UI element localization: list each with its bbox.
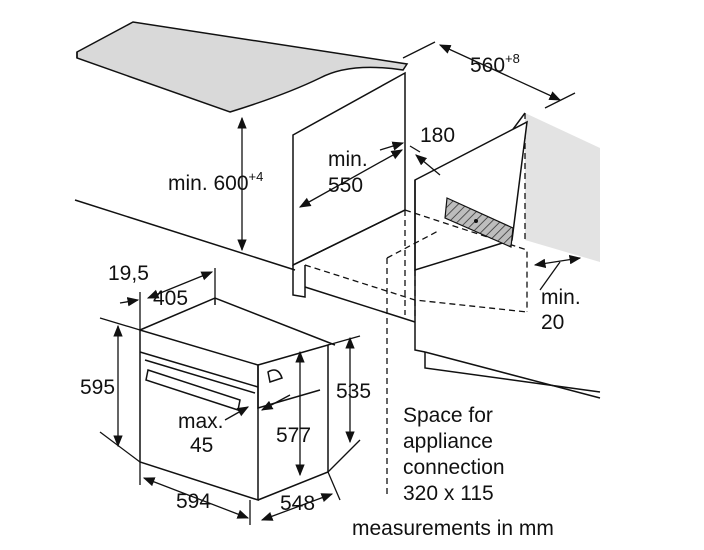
dim-20-line: [533, 254, 582, 269]
label-max-45-1: max.: [178, 410, 224, 433]
label-min-600: min. 600+4: [168, 169, 263, 195]
niche-floor-back: [404, 209, 528, 312]
label-577: 577: [276, 424, 311, 447]
label-min-20-2: 20: [541, 311, 564, 334]
dim-45-right: [260, 394, 291, 411]
dim-560-ext-left: [402, 41, 436, 59]
label-535: 535: [336, 380, 371, 403]
dim-19-5-line: [119, 297, 140, 307]
oven-handle: [145, 369, 241, 411]
label-560: 560+8: [470, 51, 520, 77]
oven-side-panel: [257, 365, 321, 409]
oven-side: [257, 344, 329, 501]
dim-535-ext-top: [327, 335, 361, 346]
dim-180-right: [415, 154, 441, 176]
oven-door-top: [144, 359, 256, 394]
niche-floor-front: [304, 264, 528, 313]
dim-20-leader: [539, 261, 561, 291]
dim-594-line: [142, 477, 250, 519]
dim-548-ext: [327, 471, 341, 501]
dim-560-ext-right: [544, 92, 576, 109]
dim-180-ext: [409, 145, 421, 153]
connection-point: [474, 219, 478, 223]
dim-595-ext-bottom: [99, 431, 141, 463]
label-space-4: 320 x 115: [403, 482, 494, 505]
dim-535-ext-bottom: [327, 439, 361, 473]
connection-space: [444, 197, 514, 248]
dim-548-line: [260, 493, 334, 521]
cabinet-right-base: [424, 352, 601, 393]
label-180: 180: [420, 124, 455, 147]
plinth-line: [304, 286, 416, 323]
label-space-1: Space for: [403, 404, 493, 427]
dim-45-left: [224, 406, 250, 421]
label-595: 595: [80, 376, 115, 399]
label-min-20-1: min.: [541, 286, 581, 309]
label-space-2: appliance: [403, 430, 493, 453]
countertop: [76, 21, 409, 113]
label-min-550-2: 550: [328, 174, 363, 197]
dim-180-left: [379, 141, 405, 151]
niche-floor-left: [292, 209, 406, 266]
label-space-3: connection: [403, 456, 505, 479]
oven-control-panel: [139, 351, 259, 388]
label-405: 405: [153, 287, 188, 310]
dim-595-ext-top: [99, 317, 141, 331]
dim-560-line: [438, 44, 562, 101]
label-units: measurements in mm: [352, 517, 554, 540]
floor-line-left: [74, 199, 296, 271]
cabinet-left-bottom: [292, 265, 306, 298]
dim-550-line: [298, 149, 404, 208]
oven-knob: [267, 369, 283, 383]
label-19-5: 19,5: [108, 262, 149, 285]
label-max-45-2: 45: [190, 434, 213, 457]
cabinet-right-front: [414, 180, 426, 353]
label-min-550-1: min.: [328, 148, 368, 171]
label-594: 594: [176, 490, 211, 513]
label-548: 548: [280, 492, 315, 515]
side-wall: [525, 113, 600, 262]
floor-line-right: [424, 351, 601, 399]
dim-405-line: [146, 271, 214, 299]
